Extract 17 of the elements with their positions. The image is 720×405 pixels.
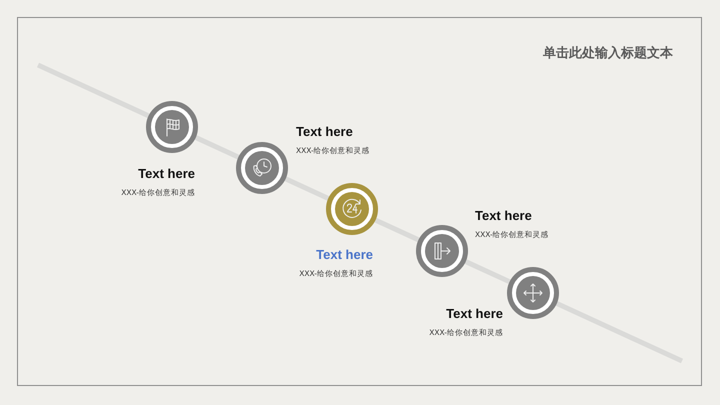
step-title: Text here (138, 166, 195, 181)
connector-line (194, 135, 240, 160)
timeline-ring (236, 142, 288, 194)
timeline-ring (326, 183, 378, 236)
step-title: Text here (296, 124, 353, 139)
slide-title: 单击此处输入标题文本 (543, 44, 673, 62)
timeline-ring (146, 100, 198, 153)
connector-line (556, 301, 684, 364)
step-title: Text here (446, 306, 503, 321)
timeline-ring (416, 224, 468, 277)
connector-line (374, 218, 420, 242)
step-title: Text here (316, 247, 373, 262)
connector-line (464, 259, 510, 284)
connector-line (36, 62, 150, 118)
step-title: Text here (475, 208, 532, 223)
connector-line (284, 176, 330, 201)
timeline-ring (507, 266, 559, 318)
